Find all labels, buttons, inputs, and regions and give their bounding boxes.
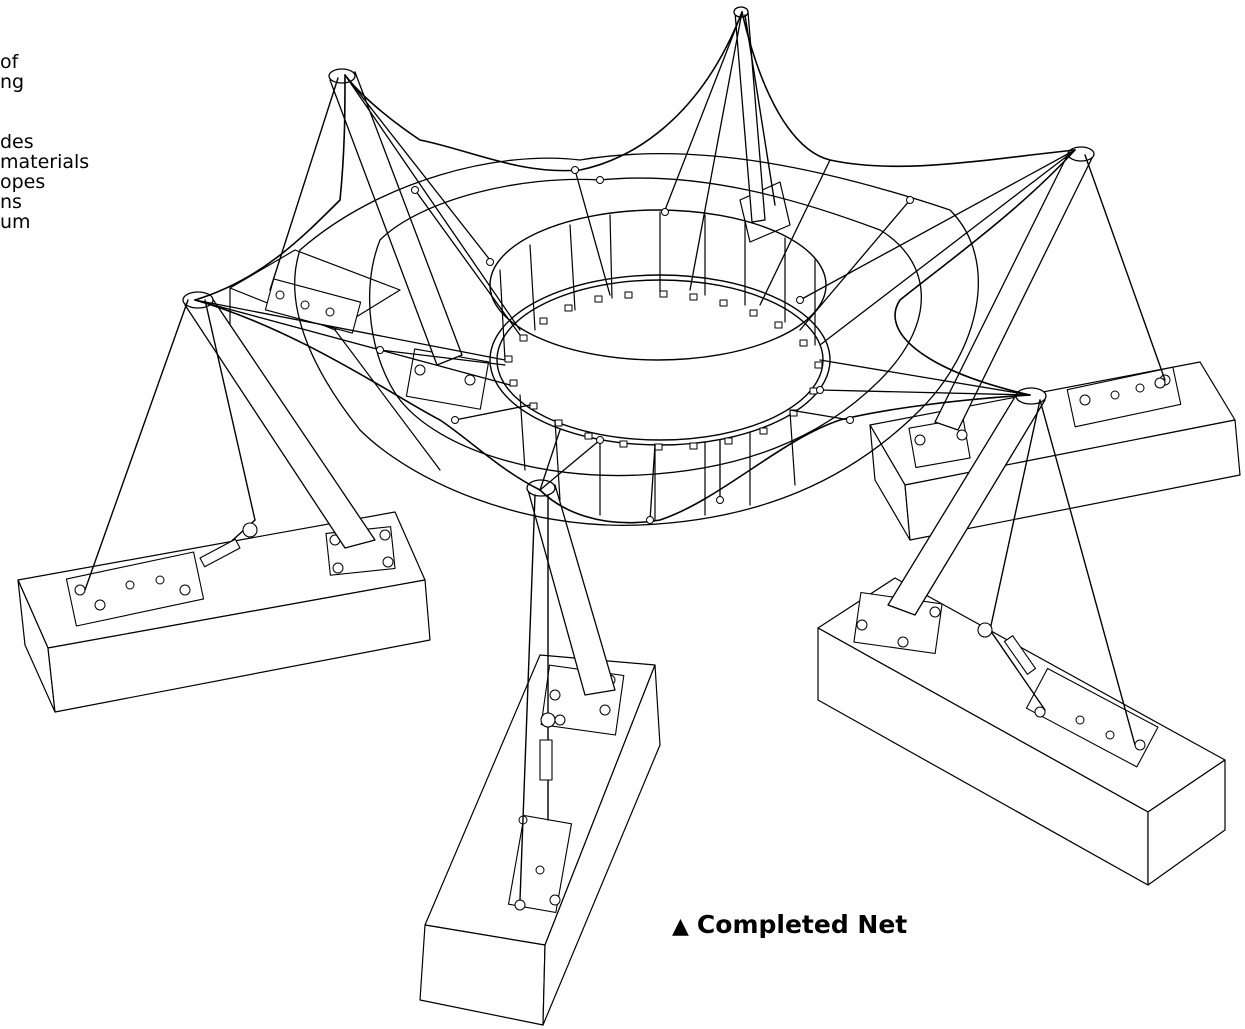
side-text-line: um	[0, 211, 31, 233]
base-plate	[1025, 667, 1159, 768]
foundation-block-front	[419, 654, 661, 1026]
net-nodes	[376, 166, 914, 524]
side-text-line: ns	[0, 191, 22, 213]
side-text-line: of	[0, 51, 19, 73]
ring-clamps	[504, 290, 823, 451]
side-text-line: materials	[0, 151, 90, 173]
net-edge-ropes	[194, 11, 1076, 524]
side-text-line: opes	[0, 171, 46, 193]
base-plate	[908, 418, 971, 469]
net-mesh-verticals	[499, 211, 816, 521]
base-plate	[264, 278, 362, 334]
base-plate	[1066, 366, 1182, 428]
net-mesh-radial	[194, 11, 1076, 521]
side-text-line: ng	[0, 71, 25, 93]
turnbuckles	[199, 377, 1166, 781]
figure-caption: ▲ Completed Net	[672, 910, 907, 939]
side-text-fragment: of ng des materials opes ns um	[0, 52, 89, 232]
side-text-line: des	[0, 131, 34, 153]
caption-text: Completed Net	[696, 910, 908, 939]
caption-marker: ▲	[672, 914, 689, 939]
foundation-block-back-right	[739, 181, 791, 243]
